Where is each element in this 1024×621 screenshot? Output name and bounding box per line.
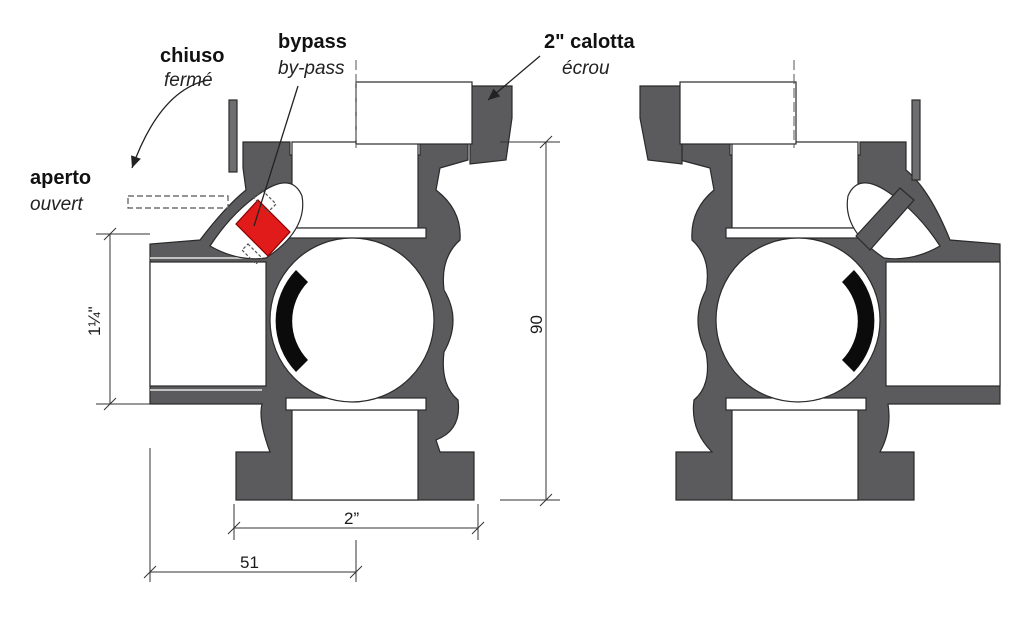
- right-ball: [715, 237, 881, 403]
- label-open-fr: ouvert: [30, 194, 84, 215]
- left-bottom-bore: [291, 409, 419, 501]
- label-bypass-fr: by-pass: [278, 58, 345, 79]
- left-top-bore: [291, 141, 419, 229]
- left-side-bore: [149, 261, 267, 387]
- right-seat-top: [725, 227, 867, 239]
- dim-inlet-label: 1¼": [85, 306, 104, 336]
- dim-height: [500, 135, 560, 507]
- label-open-it: aperto: [30, 167, 91, 189]
- dim-offset: [143, 448, 363, 582]
- right-top-bore: [731, 141, 859, 229]
- left-valve: [127, 81, 513, 501]
- right-bottom-bore: [731, 409, 859, 501]
- right-seal: [842, 270, 875, 372]
- right-nut-body: [679, 81, 797, 145]
- label-closed-fr: fermé: [164, 70, 213, 91]
- bypass-valve-element: [235, 199, 291, 257]
- label-closed-it: chiuso: [160, 45, 224, 67]
- label-bypass-it: bypass: [278, 31, 347, 53]
- right-handle: [911, 99, 921, 181]
- dim-inlet: [96, 227, 150, 411]
- right-side-bore: [885, 261, 1001, 387]
- label-nut-it: 2" calotta: [544, 31, 636, 53]
- label-nut-fr: écrou: [562, 58, 610, 79]
- left-seat-top: [285, 227, 427, 239]
- left-seal: [275, 270, 308, 372]
- right-bypass-stem: [855, 187, 915, 251]
- left-handle-closed: [228, 99, 238, 173]
- right-nut: [639, 85, 683, 165]
- left-ball: [269, 237, 435, 403]
- dim-bottom-label: 2”: [344, 509, 359, 528]
- rotation-arrow: [131, 79, 209, 169]
- bypass-leader: [253, 85, 299, 227]
- dim-height-label: 90: [527, 315, 546, 334]
- right-valve: [639, 81, 1001, 501]
- left-nut-body: [355, 81, 473, 145]
- dim-bottom: [227, 504, 485, 540]
- left-handle-open: [127, 195, 229, 209]
- dim-offset-label: 51: [240, 553, 259, 572]
- nut-leader: [487, 55, 541, 101]
